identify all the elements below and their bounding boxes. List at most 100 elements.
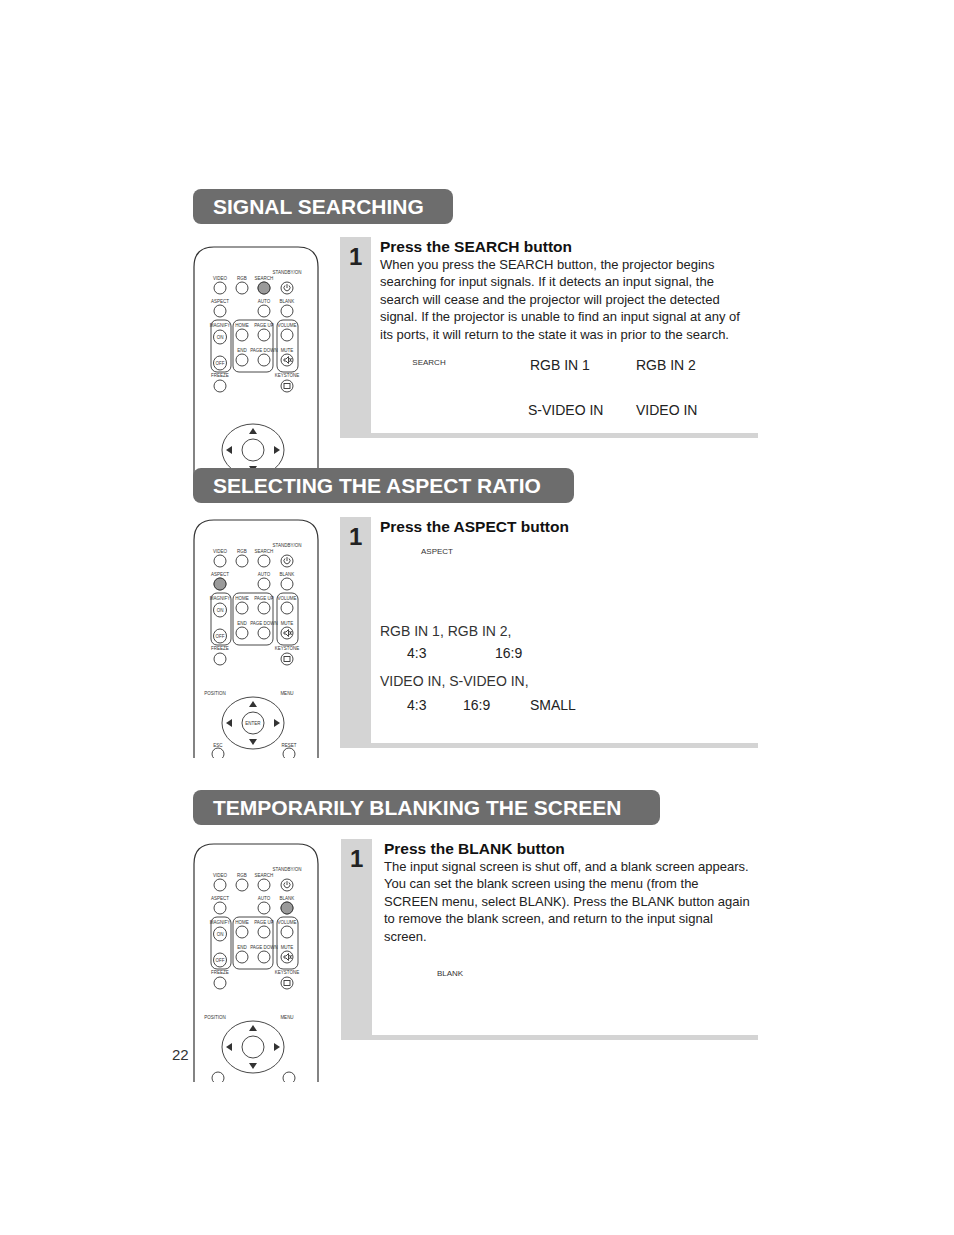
step-body: The input signal screen is shut off, and… [384, 858, 754, 945]
section-header: TEMPORARILY BLANKING THE SCREEN [193, 790, 660, 825]
signal-node: S-VIDEO IN [526, 402, 605, 418]
section-header: SELECTING THE ASPECT RATIO [193, 468, 574, 503]
button-label: RGB [237, 276, 247, 281]
button-label: ON [217, 932, 224, 937]
button-label: MAGNIFY [210, 323, 231, 328]
button-label: MENU [280, 691, 293, 696]
button-label: AUTO [258, 299, 270, 304]
button-label: MUTE [281, 945, 294, 950]
button-label: ASPECT [211, 299, 229, 304]
button-label: BLANK [280, 299, 295, 304]
node-text: 4:3 [407, 645, 426, 661]
button-label: ESC [213, 743, 222, 748]
header-text: TEMPORARILY BLANKING THE SCREEN [213, 796, 621, 819]
button-label: HOME [235, 323, 249, 328]
button-label: FREEZE [211, 970, 229, 975]
button-label: PAGE UP [254, 323, 274, 328]
button-label: MENU [280, 1015, 293, 1020]
button-label: PAGE UP [254, 596, 274, 601]
step-number: 1 [349, 243, 362, 271]
ratio-node: 4:3 [405, 645, 428, 661]
node-text: VIDEO IN [636, 402, 697, 418]
button-label: MUTE [281, 348, 294, 353]
step-panel: 1 Press the BLANK buttonThe input signal … [341, 839, 758, 1040]
button-label: PAGE DOWN [250, 348, 278, 353]
button-label: ASPECT [421, 547, 453, 556]
header-text: SIGNAL SEARCHING [213, 195, 424, 218]
button-label: VOLUME [277, 596, 296, 601]
button-label: ON [217, 608, 224, 613]
button-label: FREEZE [211, 646, 229, 651]
button-label: ASPECT [211, 572, 229, 577]
step-heading: Press the ASPECT button [380, 518, 569, 536]
signal-node: VIDEO IN [634, 402, 699, 418]
step-panel: 1 Press the SEARCH buttonWhen you press t… [340, 237, 758, 438]
button-label: VIDEO [213, 549, 227, 554]
step-heading: Press the SEARCH button [380, 238, 572, 256]
node-text: 4:3 [407, 697, 426, 713]
button-label: MUTE [281, 621, 294, 626]
button-label: BLANK [280, 896, 295, 901]
button-label: STANDBY/ON [273, 543, 302, 548]
signal-node: RGB IN 1 [528, 357, 592, 373]
button-label: OFF [216, 634, 225, 639]
button-label: VOLUME [277, 920, 296, 925]
button-label: BLANK [280, 572, 295, 577]
button-label: STANDBY/ON [273, 867, 302, 872]
node-text: RGB IN 2 [636, 357, 696, 373]
button-label: POSITION [204, 691, 226, 696]
input-group-label: RGB IN 1, RGB IN 2, [380, 623, 511, 639]
button-label: OFF [216, 958, 225, 963]
ratio-node: 16:9 [461, 697, 492, 713]
button-label: ASPECT [211, 896, 229, 901]
node-text: 16:9 [463, 697, 490, 713]
button-label: PAGE DOWN [250, 621, 278, 626]
ratio-node: 16:9 [493, 645, 524, 661]
step-heading: Press the BLANK button [384, 840, 565, 858]
node-text: SMALL [530, 697, 576, 713]
button-label: AUTO [258, 572, 270, 577]
button-label: FREEZE [211, 373, 229, 378]
button-label: HOME [235, 920, 249, 925]
button-label: HOME [235, 596, 249, 601]
header-text: SELECTING THE ASPECT RATIO [213, 474, 541, 497]
page-number: 22 [172, 1046, 189, 1063]
button-label: SEARCH [412, 358, 445, 367]
button-label: OFF [216, 361, 225, 366]
button-label: PAGE UP [254, 920, 274, 925]
node-text: 16:9 [495, 645, 522, 661]
button-label: SEARCH [255, 873, 274, 878]
button-label: VIDEO [213, 276, 227, 281]
button-label: SEARCH [255, 549, 274, 554]
button-label: BLANK [437, 969, 463, 978]
step-number: 1 [350, 845, 363, 873]
button-label: STANDBY/ON [273, 270, 302, 275]
button-label: MAGNIFY [210, 920, 231, 925]
button-label: ON [217, 335, 224, 340]
button-label: KEYSTONE [275, 970, 299, 975]
button-label: POSITION [204, 1015, 226, 1020]
button-label: KEYSTONE [275, 373, 299, 378]
button-label: VOLUME [277, 323, 296, 328]
button-label: PAGE DOWN [250, 945, 278, 950]
input-group-label: VIDEO IN, S-VIDEO IN, [380, 673, 529, 689]
button-label: KEYSTONE [275, 646, 299, 651]
button-label: RGB [237, 873, 247, 878]
button-label: SEARCH [255, 276, 274, 281]
button-label: END [237, 621, 247, 626]
step-body: When you press the SEARCH button, the pr… [380, 256, 754, 343]
ratio-node: SMALL [528, 697, 578, 713]
button-label: END [237, 945, 247, 950]
button-label: RGB [237, 549, 247, 554]
button-label: RESET [281, 743, 296, 748]
button-label: VIDEO [213, 873, 227, 878]
button-label: END [237, 348, 247, 353]
ratio-node: 4:3 [405, 697, 428, 713]
step-number: 1 [349, 523, 362, 551]
button-label: AUTO [258, 896, 270, 901]
node-text: RGB IN 1 [530, 357, 590, 373]
section-header: SIGNAL SEARCHING [193, 189, 453, 224]
signal-node: RGB IN 2 [634, 357, 698, 373]
button-label: ENTER [245, 721, 260, 726]
node-text: S-VIDEO IN [528, 402, 603, 418]
